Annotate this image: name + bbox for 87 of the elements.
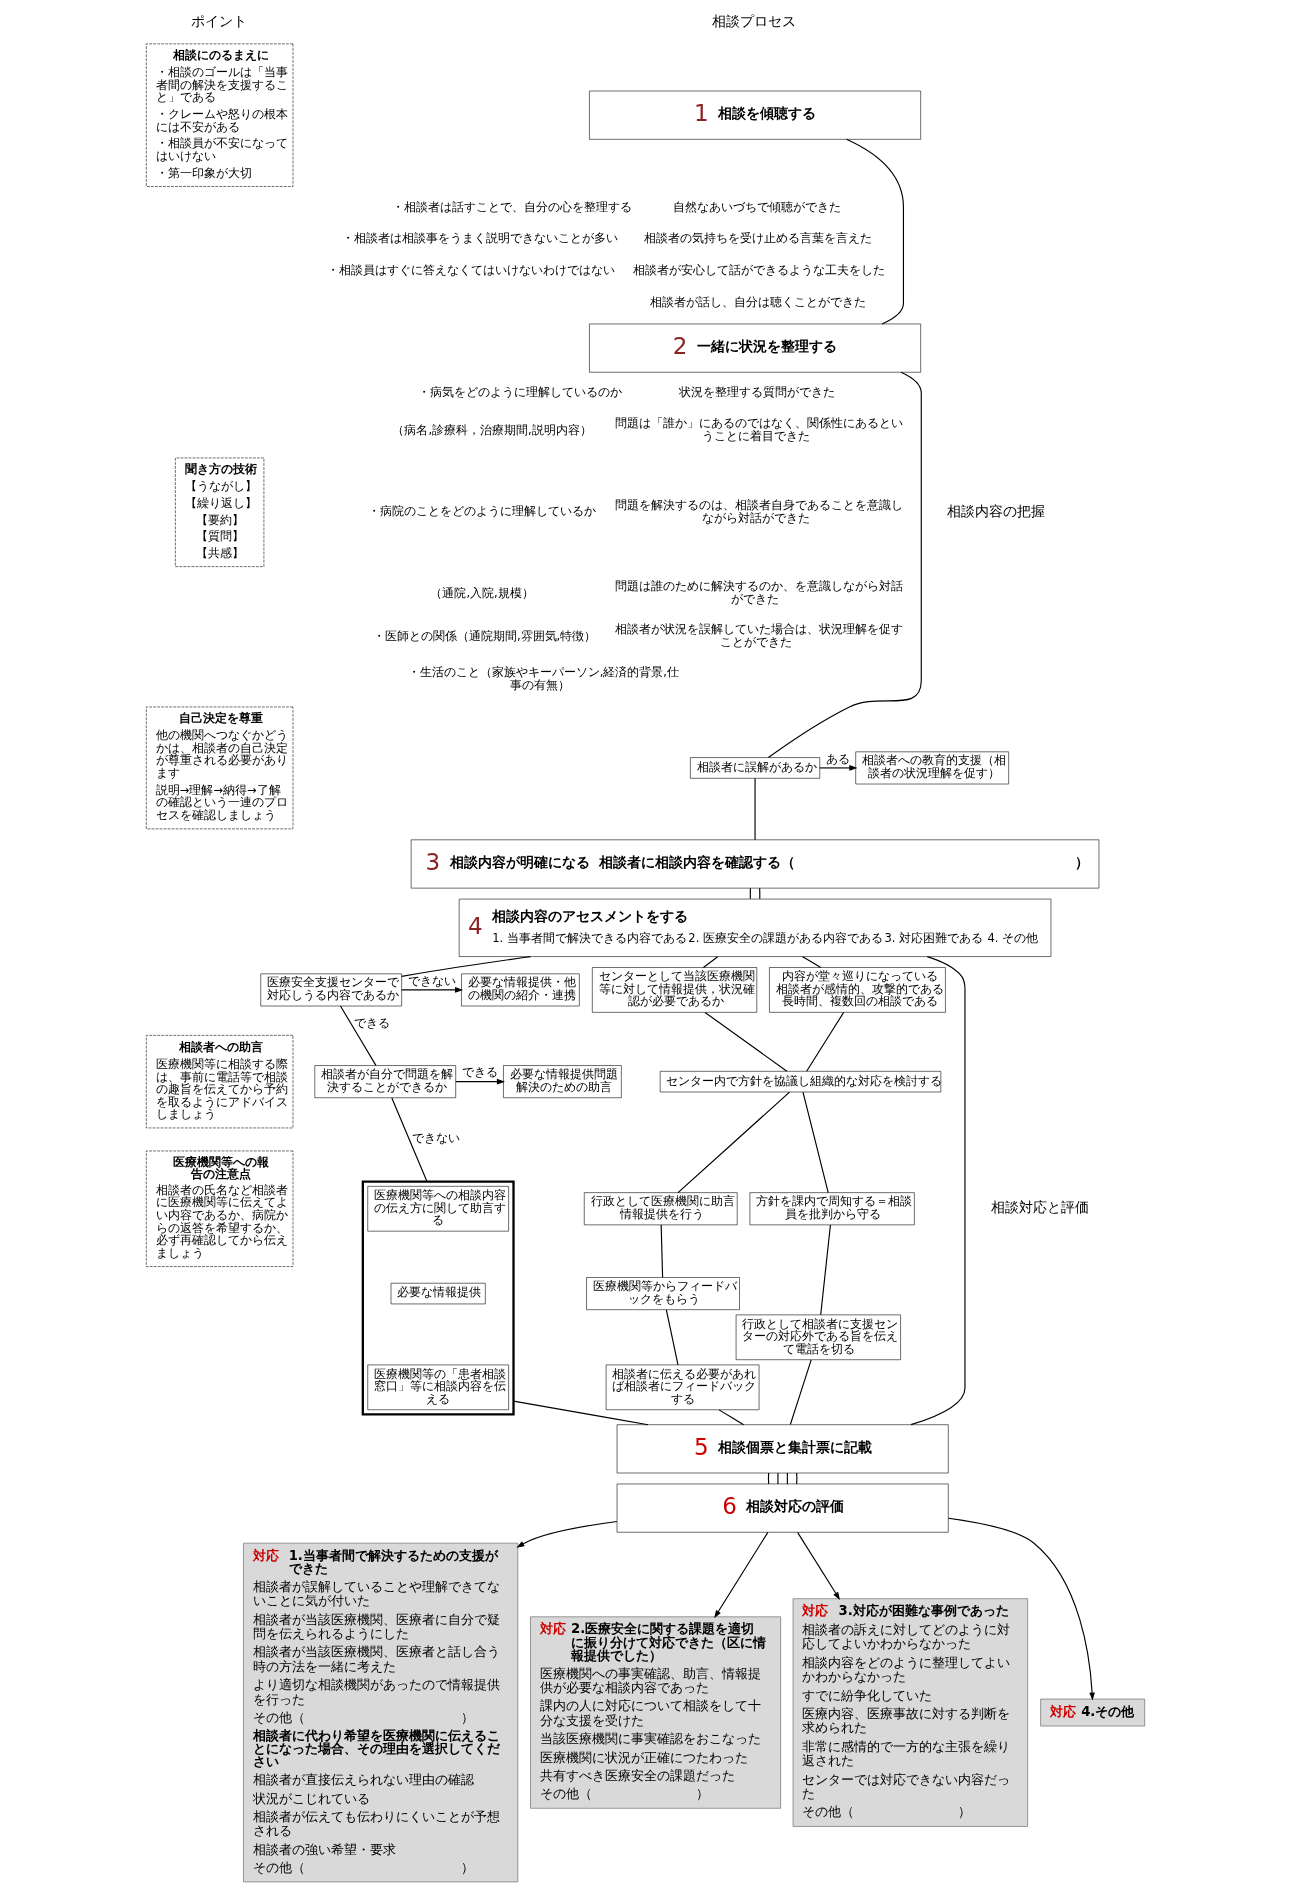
edge-label: できる bbox=[462, 1065, 499, 1080]
label: 問題は「誰か」にあるのではなく、関係性にあるということに着目できた bbox=[615, 416, 904, 444]
edge-label: できない bbox=[411, 1131, 460, 1146]
connector bbox=[677, 1091, 791, 1194]
label: 自然なあいづちで傾聴ができた bbox=[673, 199, 842, 214]
node-box: 相談者への助言 医療機関等に相談する際は、事前に電話等で相談の趣旨を伝えてから予約を取るようにアドバイスしましょう bbox=[146, 1035, 294, 1129]
label: 相談プロセス bbox=[712, 12, 797, 29]
label: ・生活のこと（家族やキーパーソン,経済的背景,仕事の有無） bbox=[407, 665, 679, 693]
node-box: 対応 3.対応が困難な事例であった 相談者の訴えに対してどのように対応してよいかわからなかった 相談内容をどのように整理してよいかわからなかった すでに紛争化していた 医療内容、医療事故に対する判断を求められた 非常に感情的で一方的な主張を繰り返された センターでは対応できない内容だった その他（ ） bbox=[792, 1598, 1028, 1827]
label: ・相談者は相談事をうまく説明できないことが多い bbox=[342, 231, 619, 246]
node-box: 6 相談対応の評価 bbox=[616, 1483, 949, 1533]
node-box: 1 相談を傾聴する bbox=[589, 90, 921, 140]
node-box: 医療安全支援センターで対応しうる内容であるか bbox=[260, 973, 402, 1007]
label: 相談者の気持ちを受け止める言葉を言えた bbox=[644, 231, 873, 246]
label: ・病院のことをどのように理解しているか bbox=[368, 504, 597, 519]
connector bbox=[767, 371, 922, 759]
label: ・医師との関係（通院期間,雰囲気,特徴） bbox=[372, 628, 597, 643]
connector bbox=[759, 887, 761, 900]
cluster bbox=[361, 1180, 515, 1416]
label: 問題を解決するのは、相談者自身であることを意識しながら対話ができた bbox=[615, 497, 904, 525]
node-box: 医療機関等の「患者相談窓口」等に相談内容を伝える bbox=[367, 1364, 509, 1411]
arrow bbox=[455, 1078, 505, 1085]
node-box: 対応 4.その他 bbox=[1040, 1698, 1145, 1727]
node-box: 2 一緒に状況を整理する bbox=[589, 323, 921, 373]
connector bbox=[660, 1224, 664, 1278]
node-box: 3 相談内容が明確になる 相談者に相談内容を確認する（ ） bbox=[410, 839, 1100, 889]
node-box: 医療機関等への相談内容の伝え方に関して助言する bbox=[367, 1186, 509, 1232]
node-box: 相談者に誤解があるか bbox=[690, 757, 821, 779]
connector bbox=[806, 1011, 845, 1072]
connector bbox=[796, 1472, 798, 1485]
label: 状況を整理する質問ができた bbox=[679, 385, 836, 400]
connector bbox=[718, 1409, 745, 1426]
node-box: 必要な情報提供問題解決のための助言 bbox=[503, 1065, 622, 1099]
label: 相談対応と評価 bbox=[991, 1199, 1090, 1216]
label: 相談内容の把握 bbox=[947, 502, 1046, 519]
node-box: センター内で方針を協議し組織的な対応を検討する bbox=[659, 1071, 942, 1093]
arrow bbox=[947, 1517, 1095, 1701]
node-box: 方針を課内で周知する＝相談員を批判から守る bbox=[749, 1192, 915, 1226]
node-box: 必要な情報提供 bbox=[390, 1282, 486, 1305]
node-box: 行政として医療機関に助言情報提供を行う bbox=[583, 1192, 738, 1226]
node-box: 医療機関等への報告の注意点 相談者の氏名など相談者に医療機関等に伝えてよい内容であるか、病院からの返答を希望するか、必ず再確認してから伝えましょう bbox=[146, 1150, 294, 1267]
arrow bbox=[401, 987, 464, 993]
label: ・病気をどのように理解しているのか bbox=[417, 385, 622, 400]
label: 相談者が話し、自分は聴くことができた bbox=[650, 294, 867, 309]
edge-label: できない bbox=[407, 973, 456, 988]
label: ポイント bbox=[190, 12, 247, 29]
connector bbox=[665, 1309, 679, 1366]
node-box: 相談者に伝える必要があれば相談者にフィードバックする bbox=[605, 1364, 760, 1411]
arrow bbox=[714, 1531, 769, 1619]
label: ・相談者は話すことで、自分の心を整理する bbox=[391, 199, 632, 214]
node-box: 対応 1.当事者間で解決するための支援ができた 相談者が誤解していることや理解できてないことに気が付いた 相談者が当該医療機関、医療者に自分で疑問を伝えられるようにした 相談者が当該医療機関、医療者と話し合う時の方法を一緒に考えた より適切な相談機関があったので情報提供を行った その他（ ） 相談者に代わり希望を医療機関に伝えることになった場合、その理由を選択してください 相談者が直接伝えられない理由の確認 状況がこじれている 相談者が伝えても伝わりにくいことが予想される 相談者の強い希望・要求 その他（ ） bbox=[243, 1542, 519, 1883]
arrow bbox=[819, 765, 858, 771]
connector bbox=[339, 1005, 377, 1066]
label: ・相談員はすぐに答えなくてはいけないわけではない bbox=[326, 262, 615, 277]
arrow bbox=[797, 1531, 840, 1600]
node-box: 必要な情報提供・他の機関の紹介・連携 bbox=[461, 973, 580, 1007]
label: （病名,診療科，治療期間,説明内容） bbox=[392, 422, 592, 437]
node-box: 聞き方の技術 【うながし】 【繰り返し】 【要約】 【質問】 【共感】 bbox=[175, 457, 265, 567]
connector bbox=[777, 1472, 779, 1485]
label: 相談者が状況を誤解していた場合は、状況理解を促すことができた bbox=[615, 622, 904, 649]
label: 問題は誰のために解決するのか、を意識しながら対話ができた bbox=[615, 579, 904, 606]
node-box: 医療機関等からフィードバックをもらう bbox=[586, 1277, 740, 1310]
connector bbox=[820, 1224, 831, 1316]
connector bbox=[845, 138, 904, 325]
connector bbox=[749, 887, 751, 900]
edge-label: できる bbox=[353, 1015, 390, 1030]
node-box: 相談者が自分で問題を解決することができるか bbox=[314, 1065, 456, 1099]
node-box: センターとして当該医療機関等に対して情報提供，状況確認が必要であるか bbox=[592, 967, 758, 1013]
arrow bbox=[516, 1520, 618, 1548]
node-box: 相談者への教育的支援（相談者の状況理解を促す） bbox=[855, 751, 1009, 785]
connector bbox=[801, 956, 822, 969]
node-box: 相談にのるまえに ・相談のゴールは「当事者間の解決を支援すること」である ・クレームや怒りの根本には不安がある ・相談員が不安になってはいけない ・第一印象が大切 bbox=[146, 43, 294, 187]
label: （通院,入院,規模） bbox=[430, 585, 534, 600]
connector bbox=[802, 1091, 829, 1194]
connector bbox=[702, 956, 719, 969]
connector bbox=[754, 777, 756, 841]
node-box: 5 相談個票と集計票に記載 bbox=[616, 1424, 949, 1474]
edge-label: ある bbox=[825, 751, 850, 766]
connector bbox=[704, 1011, 788, 1072]
node-box: 行政として相談者に支援センターの対応外である旨を伝えて電話を切る bbox=[735, 1314, 901, 1360]
connector bbox=[789, 1359, 812, 1426]
connector bbox=[786, 1472, 788, 1485]
node-box: 内容が堂々巡りになっている 相談者が感情的、攻撃的である 長時間、複数回の相談である bbox=[769, 967, 946, 1013]
label: 相談者が安心して話ができるような工夫をした bbox=[632, 262, 885, 277]
connector bbox=[391, 1097, 428, 1183]
node-box: 自己決定を尊重 他の機関へつなぐかどうかは、相談者の自己決定が尊重される必要があります 説明→理解→納得→了解の確認という一連のプロセスを確認しましょう bbox=[146, 706, 294, 830]
node-box: 対応 2.医療安全に関する課題を適切に振り分けて対応できた（区に情報提供でした） 医療機関への事実確認、助言、情報提供が必要な相談内容であった 課内の人に対応について相談をして十分な支援を受けた 当該医療機関に事実確認をおこなった 医療機関に状況が正確につたわった 共有すべき医療安全の課題だった その他（ ） bbox=[530, 1616, 781, 1809]
